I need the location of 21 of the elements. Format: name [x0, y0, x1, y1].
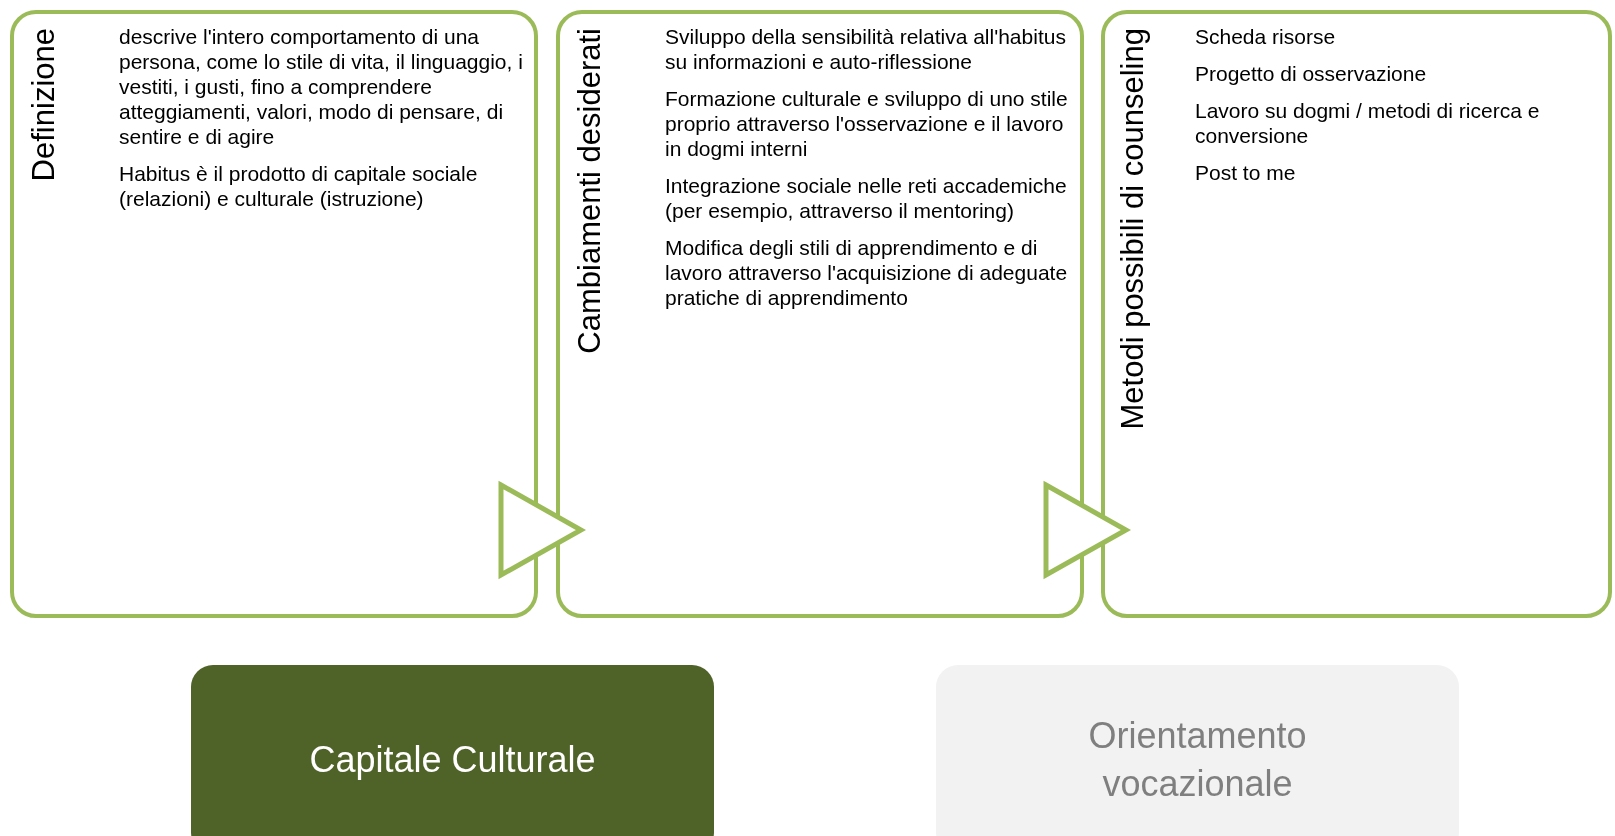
body-text: Post to me — [1195, 160, 1297, 185]
card — [10, 10, 538, 618]
title-tile — [191, 665, 714, 836]
body-text: Sviluppo della sensibilità relativa all'habitus su informazioni e auto-riflessione — [665, 24, 1067, 74]
chevron-arrow — [498, 482, 584, 578]
body-text: Progetto di osservazione — [1195, 61, 1428, 86]
body-text: descrive l'intero comportamento di una persona, come lo stile di vita, il linguaggio, i vestiti, i gusti, fino a comprendere atteggiamenti, valori, modo di pensare, di sentire e di agire — [119, 24, 524, 149]
body-text: Modifica degli stili di apprendimento e di lavoro attraverso l'acquisizione di adeguate pratiche di apprendimento — [665, 235, 1069, 310]
body-text: Formazione culturale e sviluppo di uno stile proprio attraverso l'osservazione e il lavoro in dogmi interni — [665, 86, 1069, 161]
body-text: Lavoro su dogmi / metodi di ricerca e conversione — [1195, 98, 1541, 148]
card-heading: Metodi possibili di counseling — [1115, 28, 1151, 430]
card — [556, 10, 1084, 618]
body-text: Habitus è il prodotto di capitale sociale (relazioni) e culturale (istruzione) — [119, 161, 479, 211]
card-heading: Cambiamenti desiderati — [572, 28, 608, 354]
tile-title: Capitale Culturale — [309, 738, 596, 782]
tile-title: Orientamento vocazionale — [1087, 714, 1308, 806]
body-text: Scheda risorse — [1195, 24, 1337, 49]
card — [1101, 10, 1612, 618]
body-text: Integrazione sociale nelle reti accademiche (per esempio, attraverso il mentoring) — [665, 173, 1068, 223]
card-heading: Definizione — [26, 28, 62, 182]
chevron-arrow — [1043, 482, 1129, 578]
